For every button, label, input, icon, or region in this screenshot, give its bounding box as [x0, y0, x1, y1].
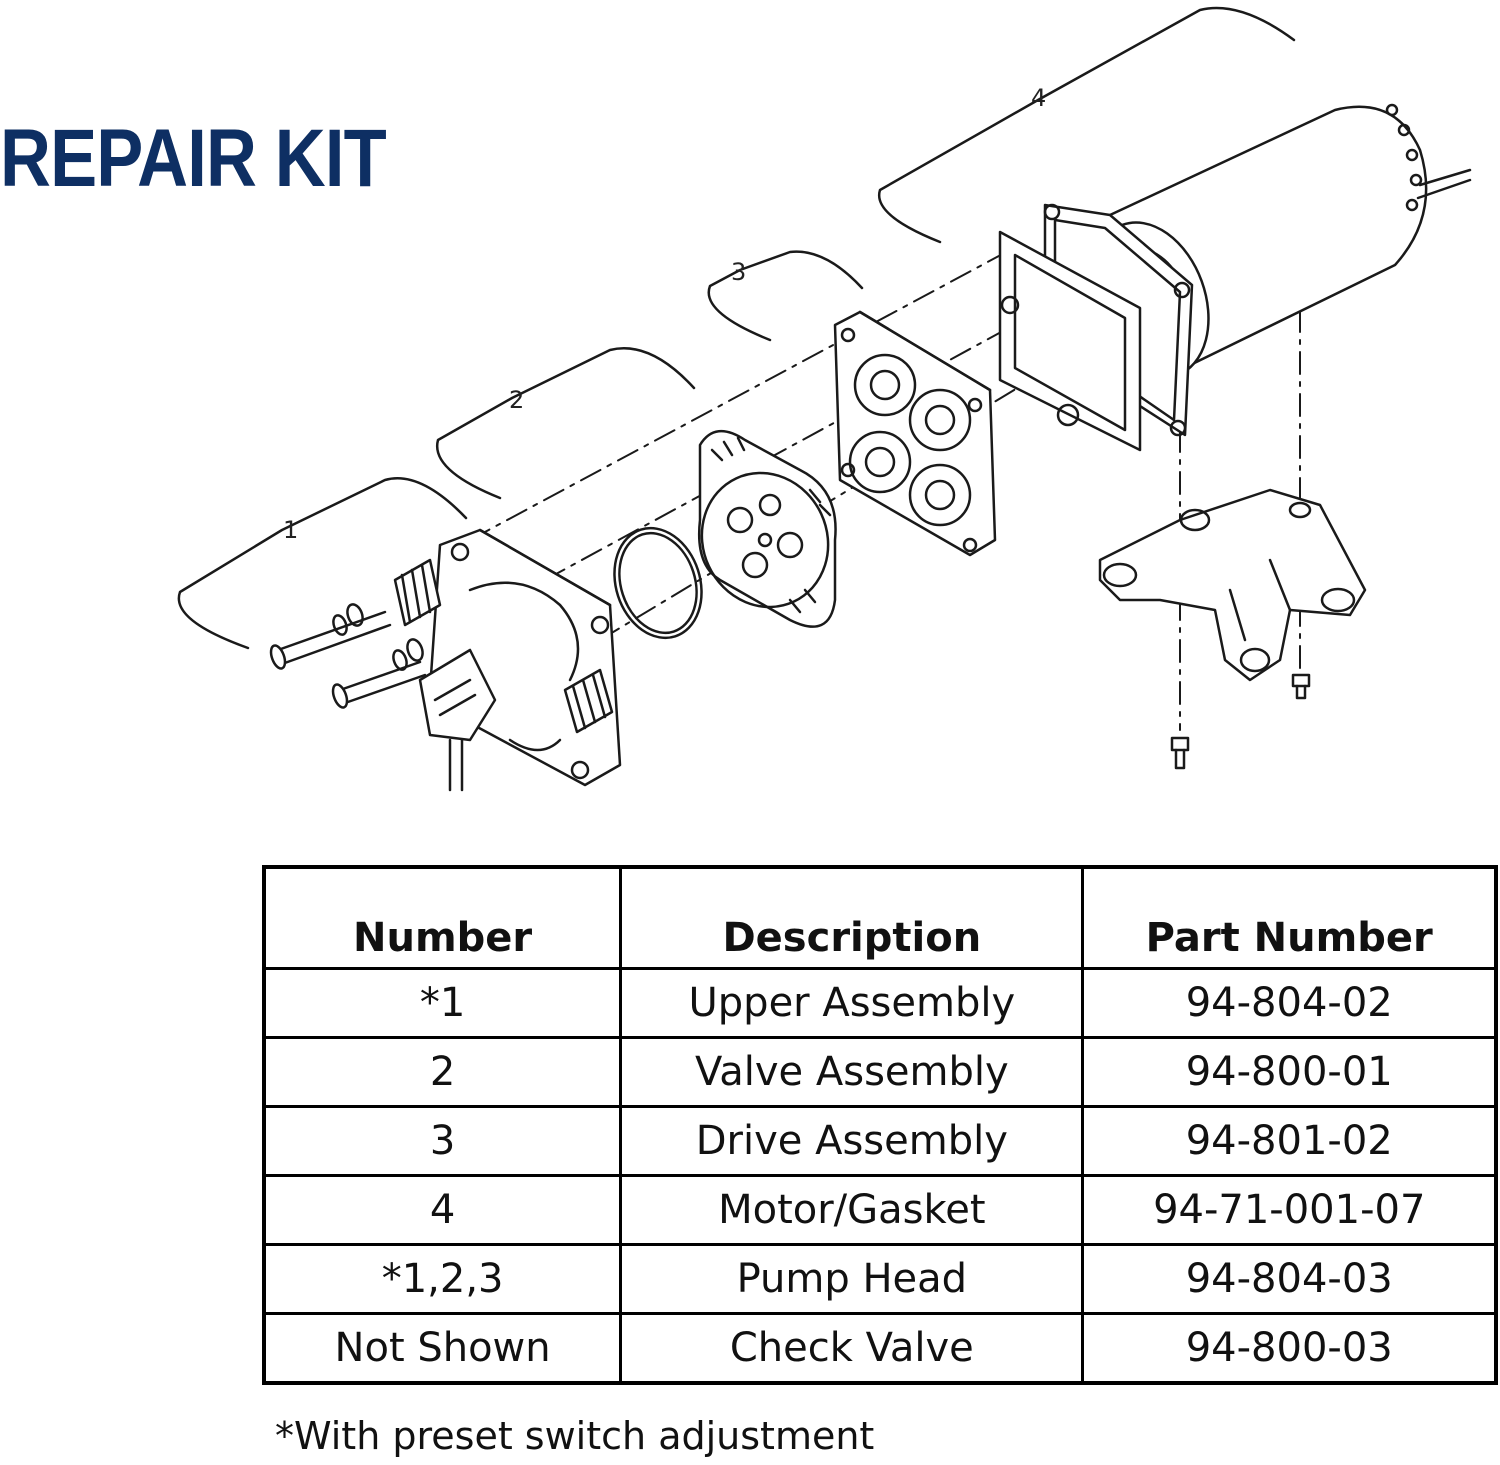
- cell-part-number: 94-800-01: [1081, 1036, 1498, 1108]
- column-header-part-number: Part Number: [1081, 865, 1498, 970]
- motor-gasket: [998, 230, 1142, 452]
- table-row: 2 Valve Assembly 94-800-01: [262, 1036, 1498, 1108]
- table-row: 3 Drive Assembly 94-801-02: [262, 1105, 1498, 1177]
- cell-description: Valve Assembly: [619, 1036, 1085, 1108]
- valve-assembly: [698, 430, 837, 628]
- cell-part-number: 94-804-02: [1081, 967, 1498, 1039]
- column-header-number: Number: [262, 865, 623, 970]
- table-row: 4 Motor/Gasket 94-71-001-07: [262, 1174, 1498, 1246]
- cell-part-number: 94-71-001-07: [1081, 1174, 1498, 1246]
- table-row: *1,2,3 Pump Head 94-804-03: [262, 1243, 1498, 1315]
- cell-number: *1,2,3: [262, 1243, 623, 1315]
- callout-bracket-3: [707, 250, 864, 342]
- table-row: Not Shown Check Valve 94-800-03: [262, 1312, 1498, 1385]
- cell-number: Not Shown: [262, 1312, 623, 1385]
- callout-label-2: 2: [509, 386, 524, 414]
- bracket-bolts: [1170, 673, 1311, 770]
- table-row: *1 Upper Assembly 94-804-02: [262, 967, 1498, 1039]
- cell-description: Upper Assembly: [619, 967, 1085, 1039]
- callout-label-1: 1: [283, 516, 298, 544]
- table-header-row: Number Description Part Number: [262, 865, 1498, 970]
- parts-table: Number Description Part Number *1 Upper …: [262, 865, 1498, 1385]
- upper-housing: [393, 528, 622, 792]
- callout-label-3: 3: [731, 258, 746, 286]
- footnote: *With preset switch adjustment: [275, 1414, 875, 1458]
- drive-assembly: [833, 310, 997, 557]
- callout-bracket-2: [435, 347, 696, 500]
- page-title: REPAIR KIT: [0, 113, 387, 204]
- cell-part-number: 94-801-02: [1081, 1105, 1498, 1177]
- callout-bracket-4: [877, 6, 1296, 244]
- cell-number: *1: [262, 967, 623, 1039]
- exploded-pump-diagram: 1 2 3 4: [177, 6, 1472, 792]
- cell-number: 4: [262, 1174, 623, 1246]
- column-header-description: Description: [619, 865, 1085, 970]
- cell-part-number: 94-800-03: [1081, 1312, 1498, 1385]
- cell-description: Motor/Gasket: [619, 1174, 1085, 1246]
- cell-number: 2: [262, 1036, 623, 1108]
- cell-number: 3: [262, 1105, 623, 1177]
- callout-label-4: 4: [1031, 84, 1046, 112]
- o-ring: [613, 526, 703, 640]
- mounting-bracket: [1098, 488, 1367, 682]
- mounting-screws: [269, 603, 427, 709]
- cell-description: Pump Head: [619, 1243, 1085, 1315]
- cell-description: Drive Assembly: [619, 1105, 1085, 1177]
- callout-bracket-1: [177, 477, 468, 650]
- cell-description: Check Valve: [619, 1312, 1085, 1385]
- cell-part-number: 94-804-03: [1081, 1243, 1498, 1315]
